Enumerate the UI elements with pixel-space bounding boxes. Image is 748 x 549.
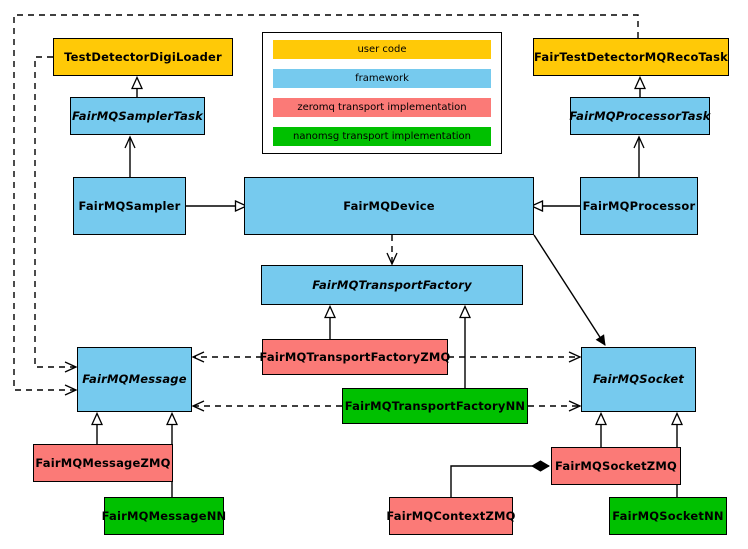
class-node-fairmqtransportfactorynn[interactable]: FairMQTransportFactoryNN — [342, 388, 528, 424]
class-node-fairmqdevice[interactable]: FairMQDevice — [244, 177, 534, 235]
edge-socketzmq-contextzmq — [450, 460, 550, 497]
class-node-fairmqmessage[interactable]: FairMQMessage — [77, 347, 192, 412]
class-node-fairmqtransportfactory[interactable]: FairMQTransportFactory — [261, 265, 523, 305]
edge-digiloader-message — [34, 56, 78, 373]
class-node-fairmqsocket[interactable]: FairMQSocket — [581, 347, 696, 412]
legend-item-fw: framework — [273, 69, 491, 88]
class-node-fairmqsocketnn[interactable]: FairMQSocketNN — [609, 497, 727, 535]
edge-device-socket — [533, 234, 606, 346]
class-node-fairmqprocessortask[interactable]: FairMQProcessorTask — [569, 97, 710, 135]
class-node-fairmqsampler[interactable]: FairMQSampler — [73, 177, 186, 235]
class-node-fairmqmessagezmq[interactable]: FairMQMessageZMQ — [33, 444, 173, 482]
class-node-fairmqtransportfactoryzmq[interactable]: FairMQTransportFactoryZMQ — [260, 339, 450, 375]
class-node-fairmqsamplertask[interactable]: FairMQSamplerTask — [70, 97, 205, 135]
class-node-fairtestdetectormqrecotask[interactable]: FairTestDetectorMQRecoTask — [533, 38, 729, 76]
edge-recotask-message — [13, 14, 639, 396]
legend-item-user: user code — [273, 40, 491, 59]
class-node-fairmqsocketzmq[interactable]: FairMQSocketZMQ — [551, 447, 681, 485]
class-node-testdetectordigiloader[interactable]: TestDetectorDigiLoader — [53, 38, 233, 76]
legend-item-zmq: zeromq transport implementation — [273, 98, 491, 117]
class-node-fairmqmessagenn[interactable]: FairMQMessageNN — [102, 497, 226, 535]
class-node-fairmqprocessor[interactable]: FairMQProcessor — [580, 177, 698, 235]
class-node-fairmqcontextzmq[interactable]: FairMQContextZMQ — [386, 497, 515, 535]
legend-item-nn: nanomsg transport implementation — [273, 127, 491, 146]
